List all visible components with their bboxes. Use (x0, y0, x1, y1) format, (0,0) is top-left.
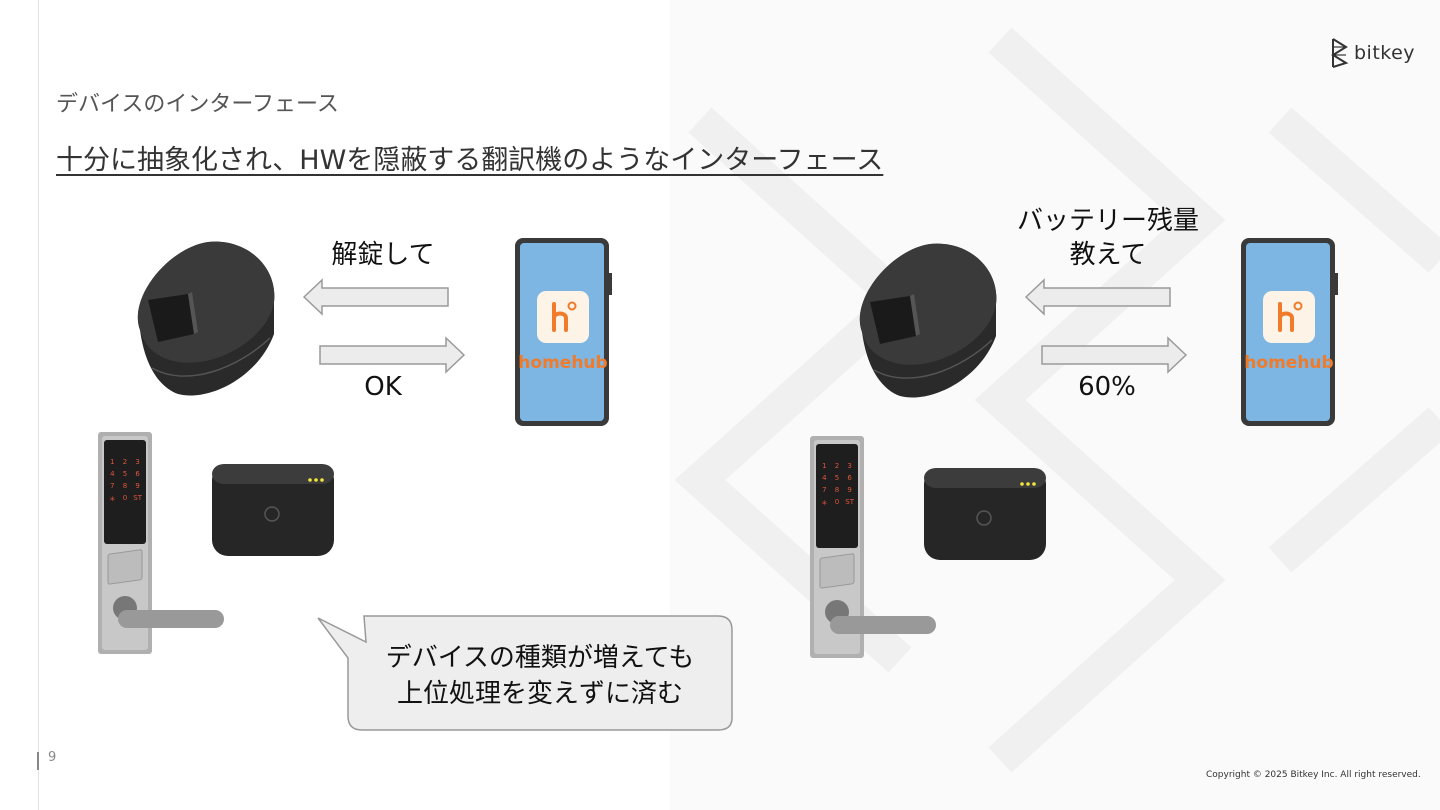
keypad-key: 5 (122, 470, 128, 478)
left-margin-rule (38, 0, 39, 810)
keypad-key: 1 (110, 458, 115, 466)
homehub-app-name: homehub (518, 353, 608, 373)
section-label: デバイスのインターフェース (56, 92, 339, 117)
hub-device-right (924, 468, 1046, 560)
keypad-key: 0 (834, 498, 840, 506)
keypad-key: 9 (847, 486, 852, 494)
keypad-key: 6 (135, 470, 140, 478)
response-arrow-right-right-scenario (1041, 336, 1188, 374)
keypad-key: 7 (822, 486, 827, 494)
keypad-key: ＊ (820, 499, 828, 507)
page-headline: 十分に抽象化され、HWを隠蔽する翻訳機のようなインターフェース (56, 145, 884, 176)
keypad-key: 4 (822, 474, 827, 482)
homehub-h-icon (1278, 301, 1303, 332)
keypad-key: 8 (834, 486, 840, 494)
homehub-app-name: homehub (1244, 353, 1334, 373)
response-arrow-right (319, 336, 466, 374)
callout-line-1: デバイスの種類が増えても (385, 643, 695, 673)
keypad-grid: 1 2 3 4 5 6 7 8 9 ＊ 0 ST (106, 458, 144, 504)
keypad-lock-body-icon (98, 432, 224, 654)
logo-text: bitkey (1354, 42, 1416, 64)
callout-line-2: 上位処理を変えずに済む (396, 679, 683, 709)
keypad-key: 4 (110, 470, 115, 478)
ok-response-label: OK (364, 372, 402, 402)
copyright-text: Copyright © 2025 Bitkey Inc. All right r… (1206, 770, 1421, 780)
keypad-key: ST (845, 498, 855, 506)
unlock-request-label: 解錠して (331, 240, 435, 270)
page-number: 9 (48, 750, 57, 765)
bitkey-mark-icon (1331, 38, 1349, 68)
battery-request-line-2: 教えて (1069, 240, 1147, 270)
battery-request-line-1: バッテリー残量 (1016, 206, 1199, 236)
keypad-key: 3 (847, 462, 852, 470)
battery-response-label: 60% (1078, 372, 1136, 402)
keypad-key: ＊ (108, 495, 116, 503)
keypad-key: 1 (822, 462, 827, 470)
hub-device (212, 464, 334, 556)
keypad-key: 0 (122, 494, 128, 502)
keypad-key: 7 (110, 482, 115, 490)
keypad-key: 2 (122, 458, 128, 466)
keypad-lock-device-right: 1 2 3 4 5 6 7 8 9 ＊ 0 ST (808, 436, 938, 662)
homehub-app-icon (1263, 291, 1315, 343)
keypad-lock-device: 1 2 3 4 5 6 7 8 9 ＊ 0 ST (96, 432, 226, 658)
keypad-key: 2 (834, 462, 840, 470)
keypad-key: ST (133, 494, 143, 502)
phone-homehub-right: homehub (1240, 237, 1338, 429)
battery-request-label: バッテリー残量 教えて (1008, 204, 1208, 272)
request-arrow-left (302, 278, 449, 316)
phone-homehub-left: homehub (514, 237, 612, 429)
homehub-h-icon (552, 301, 577, 332)
keypad-grid: 1 2 3 4 5 6 7 8 9 ＊ 0 ST (818, 462, 856, 508)
homehub-app-icon (537, 291, 589, 343)
smart-lock-device-right (859, 243, 997, 398)
callout-bubble (317, 615, 733, 731)
bitkey-logo: bitkey (1330, 36, 1415, 70)
page-number-bar (37, 752, 39, 770)
request-arrow-left-right-scenario (1024, 278, 1171, 316)
keypad-lock-body-icon (810, 436, 936, 658)
keypad-key: 8 (122, 482, 128, 490)
callout-text: デバイスの種類が増えても 上位処理を変えずに済む (352, 640, 728, 712)
keypad-key: 6 (847, 474, 852, 482)
keypad-key: 9 (135, 482, 140, 490)
keypad-key: 5 (834, 474, 840, 482)
keypad-key: 3 (135, 458, 140, 466)
smart-lock-device (137, 241, 275, 396)
